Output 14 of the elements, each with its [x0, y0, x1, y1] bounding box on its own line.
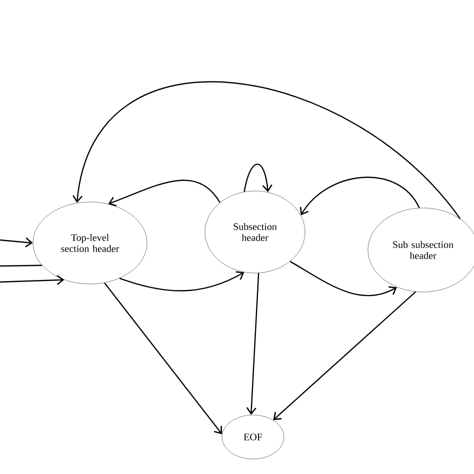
arrow — [72, 82, 461, 220]
arrow — [244, 164, 272, 192]
ellipse-node: EOF — [222, 414, 284, 460]
arrow — [0, 237, 33, 248]
arrow — [273, 291, 416, 420]
ellipse-node: Top-level section header — [32, 202, 148, 284]
arrow — [290, 260, 397, 296]
arrow — [0, 275, 64, 286]
arrow — [300, 176, 420, 216]
arrow — [119, 271, 244, 292]
arrow — [104, 282, 222, 434]
arrow — [246, 273, 260, 415]
ellipse-node: Subsection header — [204, 190, 306, 274]
arrow — [108, 180, 220, 206]
